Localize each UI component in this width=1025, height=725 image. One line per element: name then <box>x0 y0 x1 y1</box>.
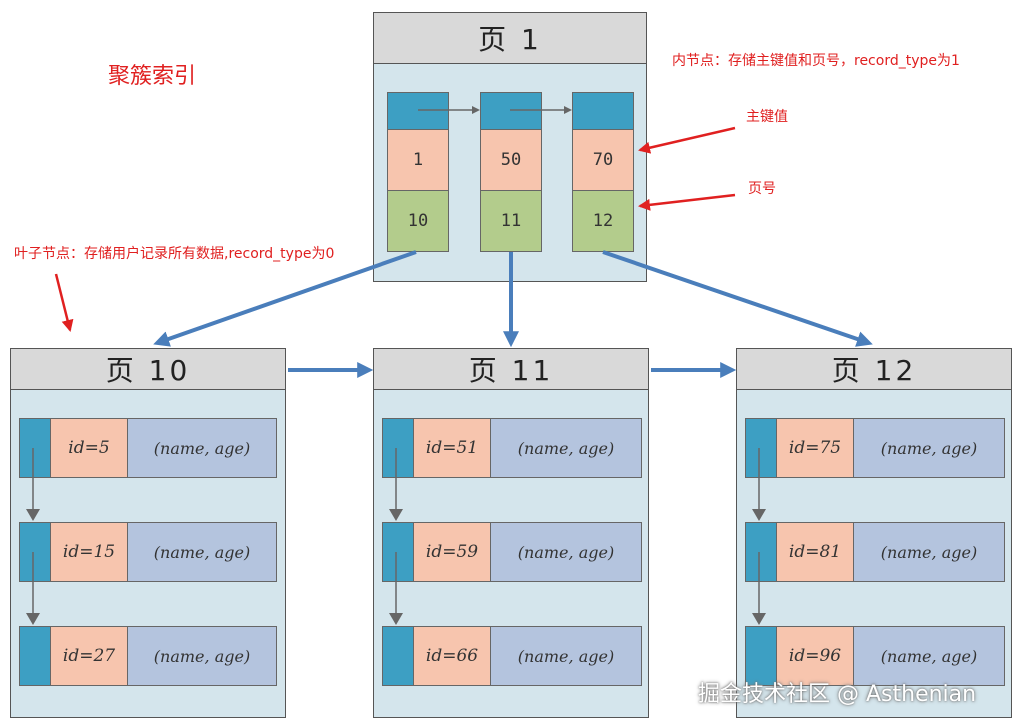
diagram-title: 聚簇索引 <box>108 64 197 89</box>
leaf-record: id=5 (name, age) <box>19 418 277 478</box>
record-id-cell: id=96 <box>777 627 854 685</box>
leaf-page: 页 10 id=5 (name, age) id=15 (name, age) … <box>10 348 286 718</box>
root-page-cell: 11 <box>480 190 542 252</box>
root-key-cell: 70 <box>572 129 634 191</box>
record-pointer-cell <box>746 627 777 685</box>
leaf-page-header: 页 11 <box>374 349 648 390</box>
record-id-cell: id=66 <box>414 627 491 685</box>
record-id-cell: id=59 <box>414 523 491 581</box>
record-pointer-cell <box>20 627 51 685</box>
leaf-record: id=66 (name, age) <box>382 626 642 686</box>
record-data-cell: (name, age) <box>854 523 1004 581</box>
leaf-record: id=81 (name, age) <box>745 522 1005 582</box>
record-id-cell: id=81 <box>777 523 854 581</box>
record-data-cell: (name, age) <box>491 523 641 581</box>
record-pointer-cell <box>746 523 777 581</box>
child-pointer-arrow <box>153 250 417 347</box>
record-pointer-cell <box>20 523 51 581</box>
internal-node-note: 内节点：存储主键值和页号，record_type为1 <box>672 53 960 69</box>
page-number-note: 页号 <box>748 181 776 197</box>
leaf-record: id=75 (name, age) <box>745 418 1005 478</box>
record-data-cell: (name, age) <box>854 419 1004 477</box>
record-id-cell: id=15 <box>51 523 128 581</box>
record-id-cell: id=75 <box>777 419 854 477</box>
root-page: 页 1 1 10 50 11 70 12 <box>373 12 647 282</box>
record-data-cell: (name, age) <box>491 419 641 477</box>
root-page-header: 页 1 <box>374 13 646 64</box>
record-pointer-cell <box>20 419 51 477</box>
record-pointer-cell <box>383 523 414 581</box>
primary-key-note: 主键值 <box>746 109 788 125</box>
record-chain <box>26 448 766 625</box>
root-key-cell: 1 <box>387 129 449 191</box>
leaf-page-header: 页 12 <box>737 349 1011 390</box>
leaf-record: id=15 (name, age) <box>19 522 277 582</box>
leaf-record: id=59 (name, age) <box>382 522 642 582</box>
watermark: 掘金技术社区 @ Asthenian <box>698 682 977 707</box>
leaf-node-note: 叶子节点：存储用户记录所有数据,record_type为0 <box>14 246 335 262</box>
annotation-arrow <box>638 126 736 154</box>
leaf-page: 页 11 id=51 (name, age) id=59 (name, age)… <box>373 348 649 718</box>
leaf-record: id=27 (name, age) <box>19 626 277 686</box>
root-page-cell: 10 <box>387 190 449 252</box>
record-id-cell: id=51 <box>414 419 491 477</box>
root-key-cell: 50 <box>480 129 542 191</box>
leaf-page: 页 12 id=75 (name, age) id=81 (name, age)… <box>736 348 1012 718</box>
record-data-cell: (name, age) <box>854 627 1004 685</box>
leaf-record: id=51 (name, age) <box>382 418 642 478</box>
record-data-cell: (name, age) <box>128 523 276 581</box>
record-data-cell: (name, age) <box>128 419 276 477</box>
record-id-cell: id=5 <box>51 419 128 477</box>
annotation-arrow <box>54 273 74 332</box>
leaf-page-header: 页 10 <box>11 349 285 390</box>
leaf-record: id=96 (name, age) <box>745 626 1005 686</box>
record-pointer-cell <box>383 419 414 477</box>
root-page-cell: 12 <box>572 190 634 252</box>
record-data-cell: (name, age) <box>128 627 276 685</box>
child-pointer-arrow <box>602 250 873 347</box>
annotation-arrow <box>638 193 736 211</box>
record-pointer-cell <box>383 627 414 685</box>
record-id-cell: id=27 <box>51 627 128 685</box>
record-data-cell: (name, age) <box>491 627 641 685</box>
record-pointer-cell <box>746 419 777 477</box>
